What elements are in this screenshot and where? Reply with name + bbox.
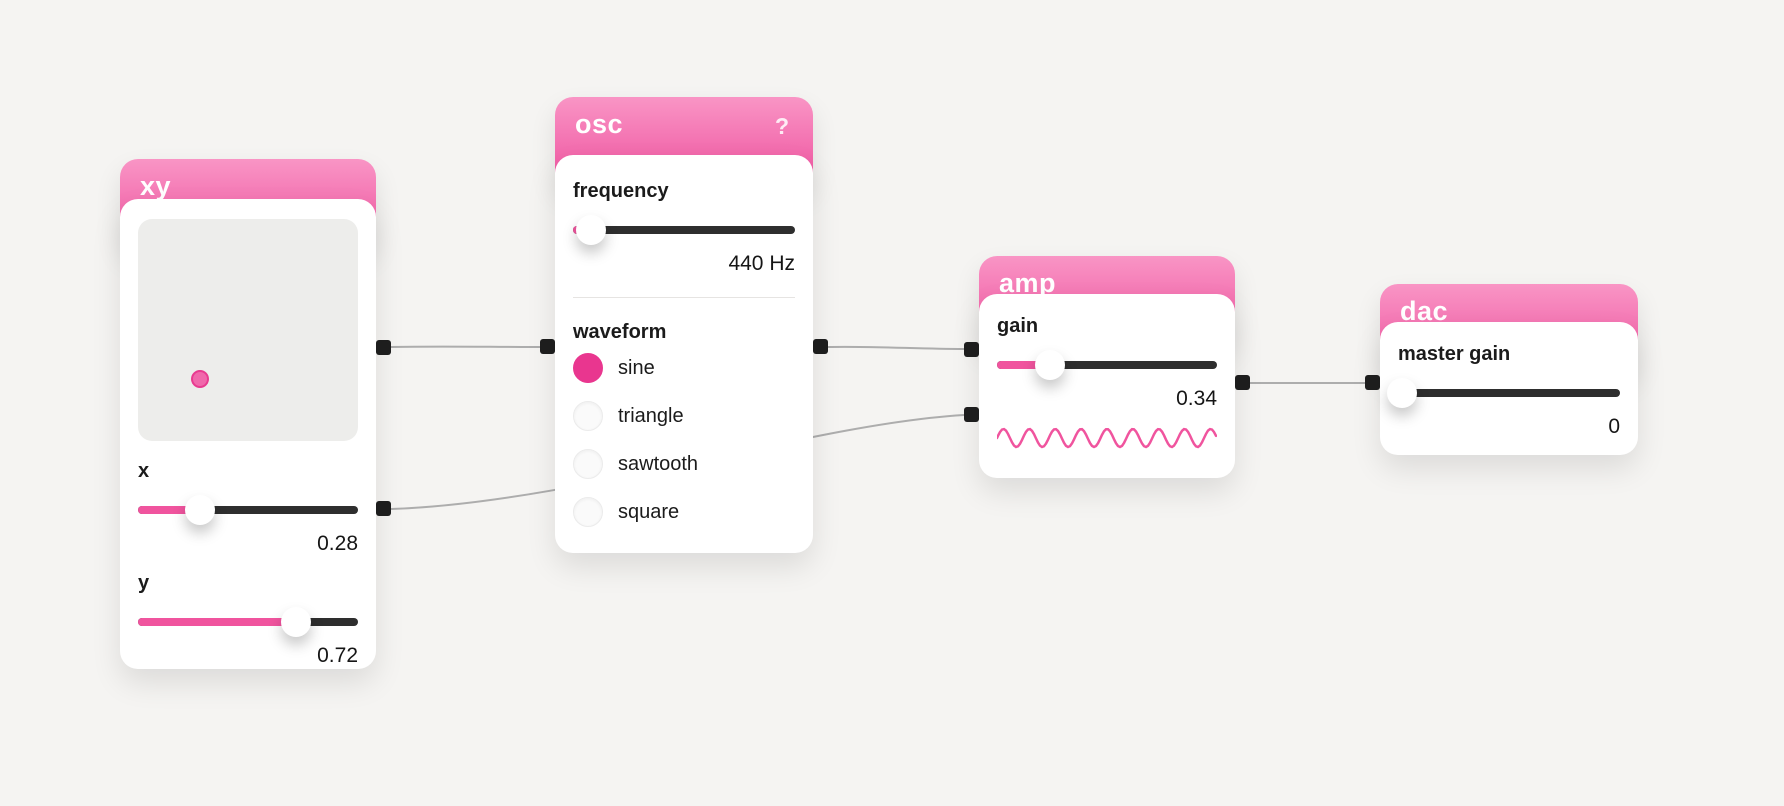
osc-output-port[interactable] — [813, 339, 828, 354]
gain-slider-thumb[interactable] — [1034, 350, 1065, 380]
waveform-option-label: sawtooth — [618, 452, 699, 475]
master-gain-value: 0 — [1608, 415, 1620, 438]
waveform-label: waveform — [573, 321, 667, 343]
y-slider[interactable] — [138, 607, 358, 637]
help-icon[interactable]: ? — [774, 113, 789, 139]
frequency-value: 440 Hz — [728, 252, 795, 275]
node-amp: amp gain 0.34 — [964, 256, 1250, 478]
y-slider-fill — [138, 607, 312, 637]
waveform-option-label: triangle — [618, 404, 684, 427]
frequency-slider-fill — [573, 215, 606, 245]
waveform-option-label: square — [618, 500, 680, 523]
node-xy-title: xy — [140, 171, 172, 201]
node-osc-title: osc — [575, 109, 624, 139]
waveform-option-label: sine — [618, 356, 655, 379]
amp-audio-input-port[interactable] — [964, 342, 979, 357]
waveform-option-sawtooth[interactable]: sawtooth — [573, 440, 795, 488]
waveform-option-triangle[interactable]: triangle — [573, 392, 795, 440]
frequency-slider-thumb[interactable] — [575, 215, 606, 245]
sine-wave-icon — [997, 427, 1217, 449]
gain-slider[interactable] — [997, 350, 1217, 380]
radio-icon[interactable] — [573, 401, 603, 431]
node-xy: xy x 0.28 y 0.72 — [120, 159, 391, 669]
node-dac: dac master gain 0 — [1365, 284, 1638, 455]
gain-slider-track[interactable] — [997, 350, 1217, 380]
node-amp-body: gain 0.34 — [979, 294, 1235, 478]
node-dac-title: dac — [1400, 296, 1449, 326]
radio-icon[interactable] — [573, 497, 603, 527]
x-slider-track[interactable] — [138, 495, 358, 525]
frequency-slider-track[interactable] — [573, 215, 795, 245]
y-slider-thumb[interactable] — [281, 607, 312, 637]
y-slider-value: 0.72 — [317, 644, 358, 667]
master-gain-slider[interactable] — [1387, 378, 1620, 408]
gain-slider-fill — [997, 350, 1065, 380]
waveform-option-square[interactable]: square — [573, 488, 795, 536]
master-gain-label: master gain — [1398, 343, 1511, 365]
node-osc: osc ? frequency 440 Hz waveform sine tri… — [540, 97, 828, 553]
x-slider[interactable] — [138, 495, 358, 525]
x-slider-value: 0.28 — [317, 532, 358, 555]
node-amp-title: amp — [999, 268, 1057, 298]
amp-waveform — [997, 424, 1217, 452]
radio-icon[interactable] — [573, 449, 603, 479]
master-gain-slider-fill — [1387, 378, 1418, 408]
amp-waveform-path — [997, 427, 1217, 449]
waveform-option-sine[interactable]: sine — [573, 344, 795, 392]
node-xy-body: x 0.28 y 0.72 — [120, 199, 376, 669]
master-gain-slider-thumb[interactable] — [1387, 378, 1418, 408]
master-gain-slider-track[interactable] — [1387, 378, 1620, 408]
gain-label: gain — [997, 315, 1039, 337]
y-slider-label: y — [138, 572, 150, 594]
node-osc-body: frequency 440 Hz waveform sine triangle … — [555, 155, 813, 553]
xy-pad[interactable] — [138, 219, 358, 441]
osc-input-port[interactable] — [540, 339, 555, 354]
frequency-label: frequency — [573, 180, 669, 202]
radio-icon[interactable] — [573, 353, 603, 383]
divider — [573, 297, 795, 298]
amp-output-port[interactable] — [1235, 375, 1250, 390]
xy-output-port-2[interactable] — [376, 501, 391, 516]
frequency-slider[interactable] — [573, 215, 795, 245]
node-dac-body: master gain 0 — [1380, 322, 1638, 455]
edge-osc-to-amp[interactable] — [827, 345, 965, 350]
x-slider-fill — [138, 495, 215, 525]
gain-value: 0.34 — [1176, 387, 1217, 410]
x-slider-thumb[interactable] — [184, 495, 215, 525]
amp-gain-input-port[interactable] — [964, 407, 979, 422]
xy-pad-dot[interactable] — [190, 369, 209, 388]
x-slider-label: x — [138, 460, 150, 482]
xy-output-port-1[interactable] — [376, 340, 391, 355]
dac-input-port[interactable] — [1365, 375, 1380, 390]
y-slider-track[interactable] — [138, 607, 358, 637]
